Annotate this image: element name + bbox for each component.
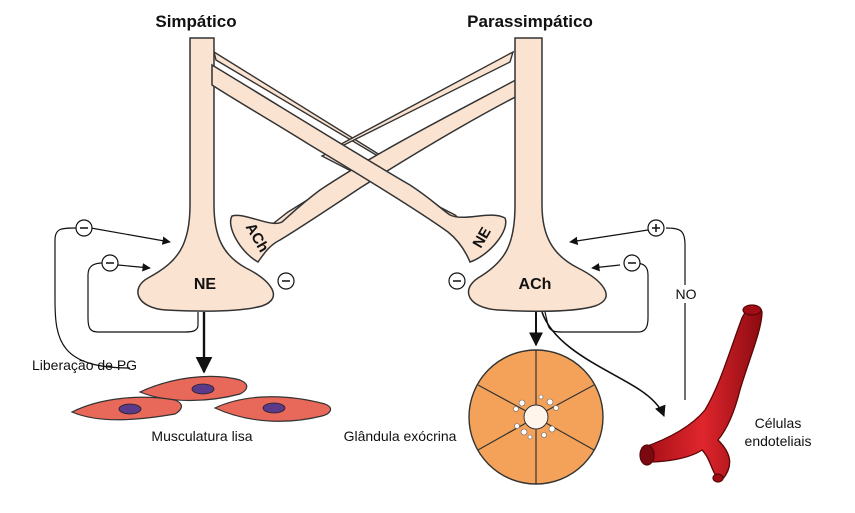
- right-inner-feedback-arrow: [591, 263, 621, 272]
- no-label: NO: [676, 286, 697, 302]
- ach-to-vessel-arrow: [541, 311, 666, 418]
- label-endothelial-1: Células: [755, 415, 802, 431]
- branch-to-right-ne: [211, 63, 507, 263]
- blood-vessel: [639, 304, 763, 483]
- left-outer-feedback-arrow: [90, 227, 171, 245]
- left-outer-feedback-loop: [54, 227, 131, 369]
- minus-sign-left-inner: [101, 254, 119, 272]
- label-smooth-muscle: Musculatura lisa: [151, 428, 252, 444]
- smooth-muscle-cells: [70, 375, 332, 422]
- minus-sign-left-outer: [75, 219, 93, 237]
- exocrine-gland: [468, 349, 604, 485]
- no-label-bg: [672, 285, 700, 303]
- title-sympathetic: Simpático: [155, 12, 236, 31]
- label-exocrine-gland: Glândula exócrina: [344, 428, 457, 444]
- no-feedback-line: [665, 227, 686, 400]
- parasympathetic-neuron: [467, 37, 607, 312]
- minus-sign-right-branch: [448, 272, 466, 290]
- left-inner-feedback-loop: [87, 262, 199, 333]
- terminal-label-ne: NE: [194, 276, 217, 293]
- no-feedback-arrow: [569, 229, 649, 246]
- label-endothelial-2: endoteliais: [745, 433, 812, 449]
- terminal-label-ach: ACh: [519, 276, 552, 293]
- sympathetic-neuron: [137, 37, 275, 312]
- plus-sign-no: [647, 219, 665, 237]
- title-parasympathetic: Parassimpático: [467, 12, 593, 31]
- label-pg-release: Liberação de PG: [32, 357, 137, 373]
- minus-sign-left-branch: [277, 272, 295, 290]
- minus-sign-right-inner: [623, 254, 641, 272]
- left-inner-feedback-arrow: [117, 263, 151, 272]
